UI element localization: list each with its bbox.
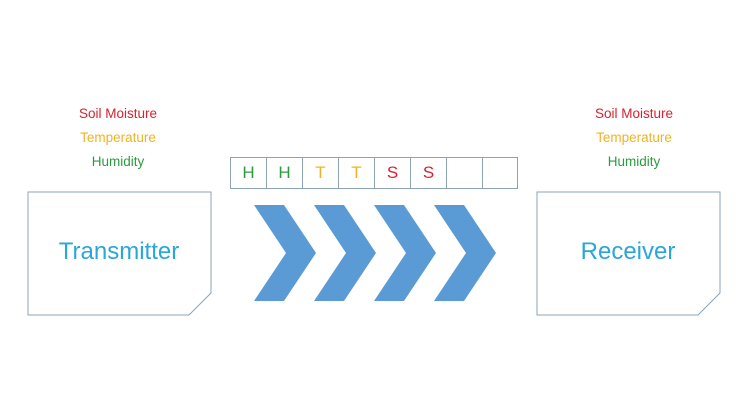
transmitter-humidity-label: Humidity	[91, 154, 145, 169]
chevron-arrow	[374, 205, 436, 301]
chevron-arrow	[254, 205, 316, 301]
receiver-humidity-label: Humidity	[607, 154, 661, 169]
packet-cell-empty	[482, 157, 518, 189]
receiver-box	[536, 191, 721, 316]
chevron-arrows	[254, 205, 496, 301]
packet-cell-temperature: T	[338, 157, 374, 189]
transmitter-label: Transmitter	[58, 238, 180, 265]
packet-cell-empty	[446, 157, 482, 189]
transmitter-sensor-labels: Soil Moisture Temperature Humidity	[28, 102, 208, 174]
transmitter-soil-moisture-label: Soil Moisture	[78, 106, 158, 121]
receiver-temperature-label: Temperature	[596, 130, 672, 145]
receiver-sensor-labels: Soil Moisture Temperature Humidity	[544, 102, 724, 174]
packet-cell-soil: S	[374, 157, 410, 189]
receiver-soil-moisture-label: Soil Moisture	[594, 106, 674, 121]
data-packet: H H T T S S	[230, 157, 518, 189]
packet-cell-temperature: T	[302, 157, 338, 189]
receiver-label: Receiver	[580, 238, 676, 265]
chevron-arrow	[314, 205, 376, 301]
packet-cell-humidity: H	[230, 157, 266, 189]
transmitter-box	[27, 191, 212, 316]
transmitter-temperature-label: Temperature	[80, 130, 156, 145]
packet-cell-humidity: H	[266, 157, 302, 189]
packet-cell-soil: S	[410, 157, 446, 189]
chevron-arrow	[434, 205, 496, 301]
